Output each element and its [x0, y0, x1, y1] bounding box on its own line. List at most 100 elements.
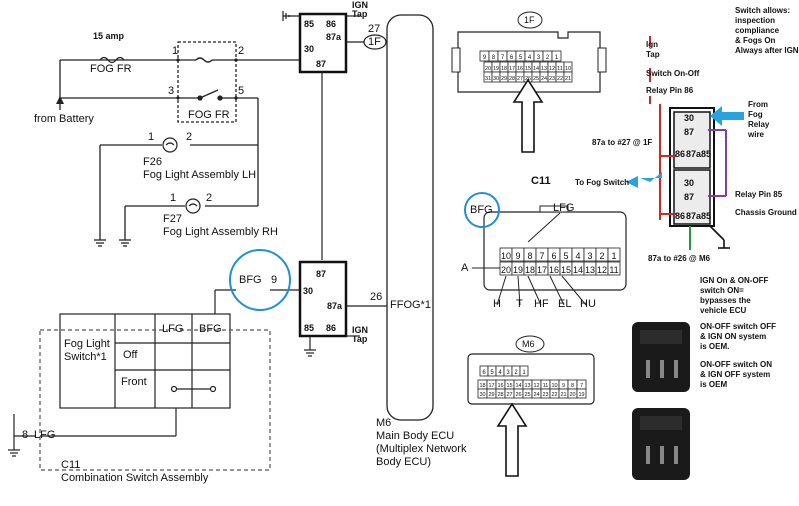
f27-pin1-label: 1: [170, 192, 177, 204]
pin-m6-number: 17: [488, 383, 494, 389]
pin-m6-number: 18: [479, 383, 485, 389]
pin-m6-number: 2: [514, 370, 518, 376]
fog-light-lh-icon: [162, 137, 178, 153]
mod-r2-87a: 87a: [686, 211, 702, 221]
pin-c11-number: 4: [575, 251, 580, 261]
relay-bottom: [270, 260, 388, 357]
ecu-line2: (Multiplex Network: [376, 443, 467, 455]
pin-c11-number: 9: [515, 251, 520, 261]
pin-1f-number: 15: [525, 66, 531, 72]
pin-1-label: 1: [172, 45, 179, 57]
ecu-line1: Main Body ECU: [376, 430, 455, 442]
pin-c11-cell: [607, 247, 621, 262]
switch-assembly-name: Combination Switch Assembly: [61, 472, 209, 484]
switch-lfg-pin: 8: [22, 429, 29, 441]
relay-bottom-p30: 30: [303, 286, 314, 296]
pin-m6-number: 16: [497, 383, 503, 389]
pin-m6-number: 24: [533, 392, 539, 398]
relay-top-p85: 85: [304, 19, 315, 29]
pin-m6-number: 30: [479, 392, 485, 398]
switch-bfg-pin: 9: [271, 274, 278, 286]
arrow-to-fog-switch-icon: [640, 172, 662, 182]
mod-r1-87: 87: [684, 127, 695, 137]
pin-1f-number: 4: [528, 55, 532, 61]
f26-pin1-label: 1: [148, 131, 155, 143]
mod-r1-30: 30: [684, 113, 695, 123]
pin-c11-number: 16: [549, 265, 559, 275]
relay-top-p30: 30: [304, 44, 315, 54]
mod-to-27: 87a to #27 @ 1F: [592, 138, 653, 147]
switch-col-lfg: LFG: [162, 323, 184, 335]
mod-chassis-ground: Chassis Ground: [735, 208, 797, 217]
pin-m6-number: 25: [524, 392, 530, 398]
mod-from-fog: From Fog Relay wire: [748, 100, 770, 139]
mod-r1-87a: 87a: [686, 149, 702, 159]
relay-name-label: FOG FR: [188, 109, 230, 121]
relay-photo-bottom: [632, 408, 690, 480]
pin-c11-number: 13: [585, 265, 595, 275]
pin-m6-number: 14: [515, 383, 521, 389]
f27-pin2-label: 2: [206, 192, 213, 204]
mod-relay-pin85: Relay Pin 85: [735, 190, 783, 199]
pin-m6-number: 12: [533, 383, 539, 389]
pin-1f-number: 29: [501, 76, 507, 82]
pin-1f-number: 28: [509, 76, 515, 82]
pin-m6-number: 19: [578, 392, 584, 398]
relay-bottom-p87: 87: [316, 269, 327, 279]
fog-fr-circuit: [56, 41, 301, 247]
pin-m6-number: 29: [488, 392, 494, 398]
mod-switch-allows: Switch allows: inspection compliance & F…: [735, 6, 799, 55]
pin-1f-number: 22: [557, 76, 563, 82]
mod-note3: ON-OFF switch ON & IGN OFF system is OEM: [700, 360, 772, 389]
mod-r2-86: 86: [675, 211, 686, 221]
conn-c11-a: A: [461, 262, 469, 274]
mod-r2-85: 85: [701, 211, 712, 221]
pin-1f-number: 12: [549, 66, 555, 72]
mod-relay-schematic: [626, 36, 744, 250]
pin-c11-number: 15: [561, 265, 571, 275]
pin-c11-number: 5: [563, 251, 568, 261]
pin-1f-number: 2: [546, 55, 550, 61]
pin-1f-cell: [551, 50, 562, 62]
relay-bottom-wire-num: 26: [370, 291, 383, 303]
pin-m6-number: 15: [506, 383, 512, 389]
pin-m6-number: 26: [515, 392, 521, 398]
pin-3-label: 3: [168, 85, 175, 97]
pin-5-label: 5: [238, 85, 245, 97]
pin-1f-number: 23: [549, 76, 555, 82]
conn-c11-el: EL: [558, 298, 572, 310]
pin-1f-number: 1: [555, 55, 559, 61]
relay-top-p87a: 87a: [326, 32, 342, 42]
pin-1f-number: 17: [509, 66, 515, 72]
pin-m6-number: 20: [569, 392, 575, 398]
relay-top-tap-line1: IGN: [352, 0, 369, 10]
conn-1f-label: 1F: [524, 15, 535, 25]
arrow-1f-icon: [512, 78, 544, 153]
pin-m6-number: 3: [506, 370, 510, 376]
pin-c11-number: 20: [501, 265, 511, 275]
pin-c11-number: 8: [527, 251, 532, 261]
pin-m6-number: 23: [542, 392, 548, 398]
relay-photo-top: [632, 322, 690, 392]
mod-note2: ON-OFF switch OFF & IGN ON system is OEM…: [700, 322, 776, 351]
pin-m6-number: 1: [522, 370, 526, 376]
mod-relay-pin86: Relay Pin 86: [646, 86, 694, 95]
pin-1f-number: 5: [519, 55, 523, 61]
pin-1f-cell: [563, 71, 573, 83]
pin-c11-number: 6: [551, 251, 556, 261]
pin-c11-number: 14: [573, 265, 583, 275]
relay-top-tap-line2: Tap: [352, 9, 368, 19]
fog-light-rh-icon: [185, 198, 201, 214]
pin-m6-number: 8: [571, 383, 574, 389]
pin-c11-number: 7: [539, 251, 544, 261]
relay-top-wire-num: 27: [368, 23, 381, 35]
main-body-ecu: [386, 14, 434, 421]
conn-c11-hf: HF: [534, 298, 549, 310]
pin-1f-number: 13: [541, 66, 547, 72]
pin-1f-number: 6: [510, 55, 514, 61]
f26-pin2-label: 2: [186, 131, 193, 143]
